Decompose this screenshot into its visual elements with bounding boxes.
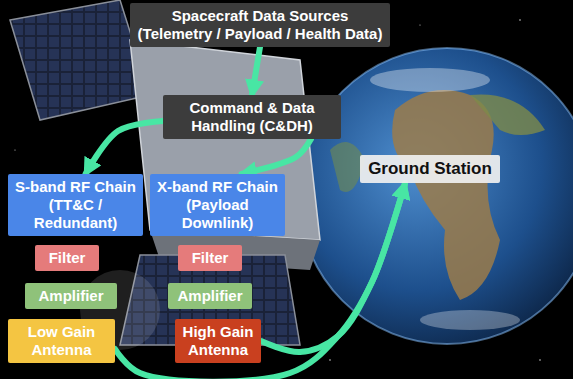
node-text: Filter bbox=[49, 249, 86, 267]
source-box: Spacecraft Data Sources (Telemetry / Pay… bbox=[130, 3, 390, 47]
amplifier-box: Amplifier bbox=[168, 283, 252, 309]
flow-arrow bbox=[252, 47, 260, 95]
rf-chain-box: X-band RF Chain (Payload Downlink) bbox=[150, 174, 285, 236]
earth bbox=[299, 48, 573, 344]
node-text: Amplifier bbox=[177, 287, 242, 305]
node-text: S-band RF Chain (TT&C / Redundant) bbox=[13, 178, 138, 232]
node-text: Amplifier bbox=[38, 287, 103, 305]
process-box: Command & Data Handling (C&DH) bbox=[163, 95, 341, 139]
node-text: Ground Station bbox=[368, 159, 492, 179]
filter-box: Filter bbox=[178, 245, 242, 271]
node-text: Filter bbox=[192, 249, 229, 267]
amplifier-box: Amplifier bbox=[25, 283, 117, 309]
filter-box: Filter bbox=[35, 245, 99, 271]
node-text: Spacecraft Data Sources (Telemetry / Pay… bbox=[135, 7, 385, 43]
antenna-box: High Gain Antenna bbox=[175, 319, 261, 363]
rf-chain-box: S-band RF Chain (TT&C / Redundant) bbox=[8, 174, 143, 236]
antenna-box: Low Gain Antenna bbox=[8, 319, 115, 363]
node-text: X-band RF Chain (Payload Downlink) bbox=[155, 178, 280, 232]
node-text: High Gain Antenna bbox=[180, 323, 256, 359]
flow-arrow bbox=[242, 139, 312, 174]
flow-arrow bbox=[86, 121, 164, 174]
ground-station-box: Ground Station bbox=[360, 155, 500, 183]
node-text: Low Gain Antenna bbox=[13, 323, 110, 359]
node-text: Command & Data Handling (C&DH) bbox=[168, 99, 336, 135]
